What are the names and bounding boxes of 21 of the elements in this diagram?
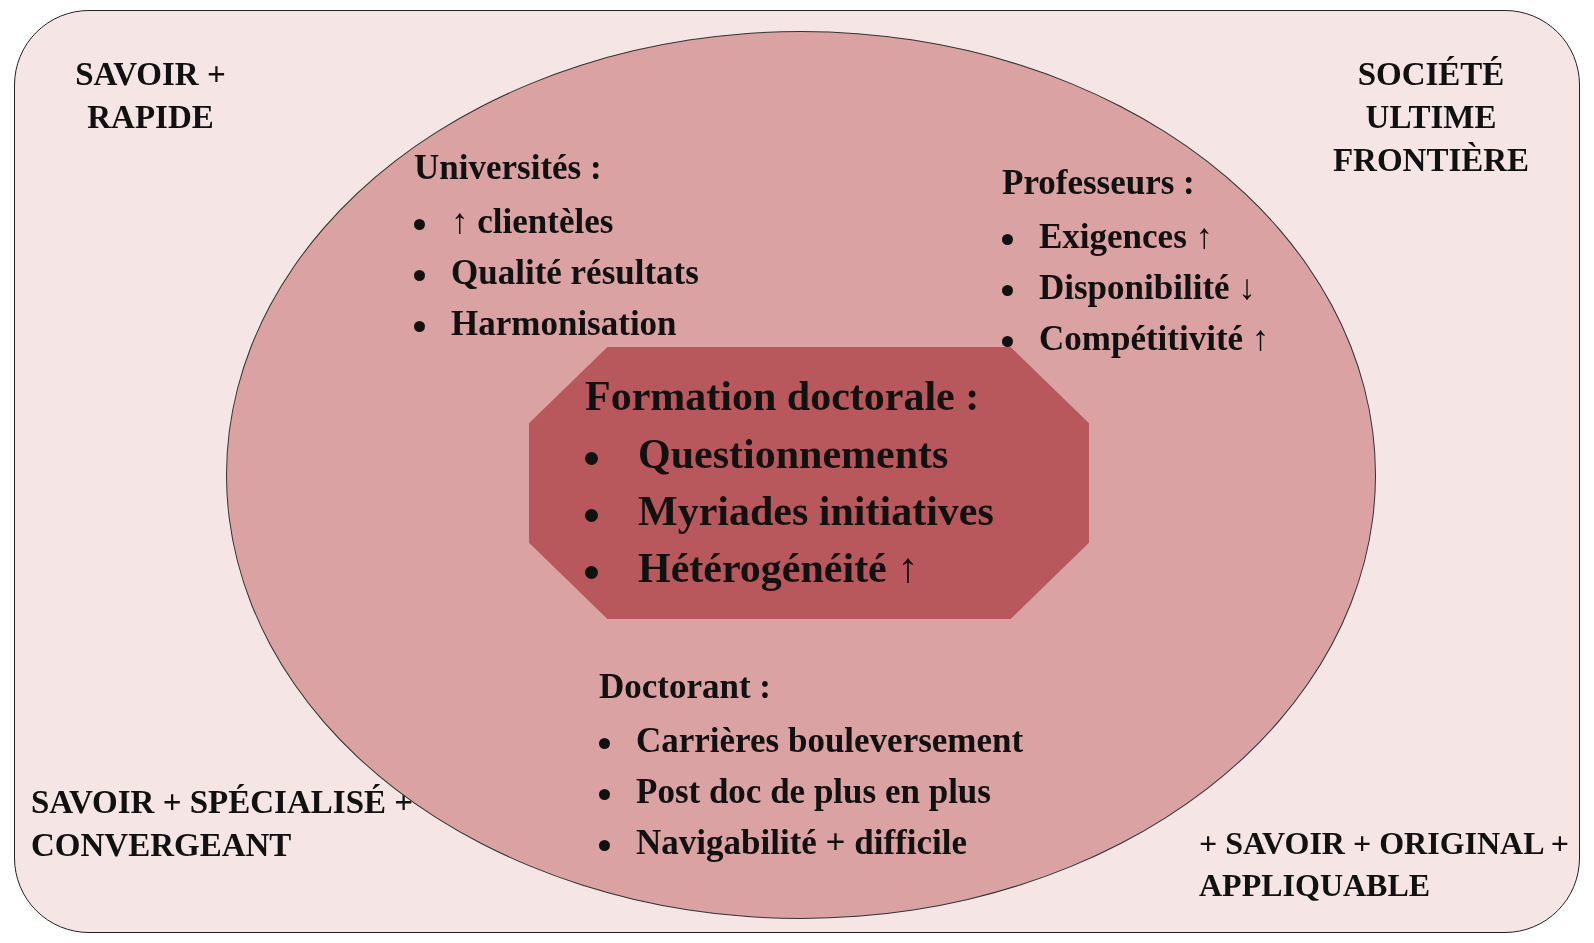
list-item: Exigences ↑ [1039,217,1213,256]
list-item: Compétitivité ↑ [1039,319,1270,358]
corner-text: + SAVOIR + ORIGINAL + APPLIQUABLE [1199,824,1570,905]
list-item: Qualité résultats [451,253,699,292]
corner-text: SAVOIR + SPÉCIALISÉ + CONVERGEANT [31,783,415,865]
corner-text: SOCIÉTÉ ULTIME FRONTIÈRE [1331,55,1531,180]
list-item: ↑ clientèles [451,202,614,241]
list-item: Myriades initiatives [638,488,994,534]
list-item: Hétérogénéité ↑ [638,545,919,591]
list-item: Carrières bouleversement [636,721,1024,760]
list-heading: Professeurs : [1002,162,1195,204]
list-heading: Universités : [414,147,602,189]
list-item: Harmonisation [451,304,677,343]
list-item: Disponibilité ↓ [1039,268,1256,307]
list-item: Navigabilité + difficile [636,823,967,862]
list-item: Questionnements [638,431,949,477]
list-heading: Formation doctorale : [585,372,980,421]
rounded-panel [14,10,1580,933]
list-heading: Doctorant : [599,666,772,708]
list-item: Post doc de plus en plus [636,772,991,811]
corner-text: SAVOIR + RAPIDE [74,55,227,137]
